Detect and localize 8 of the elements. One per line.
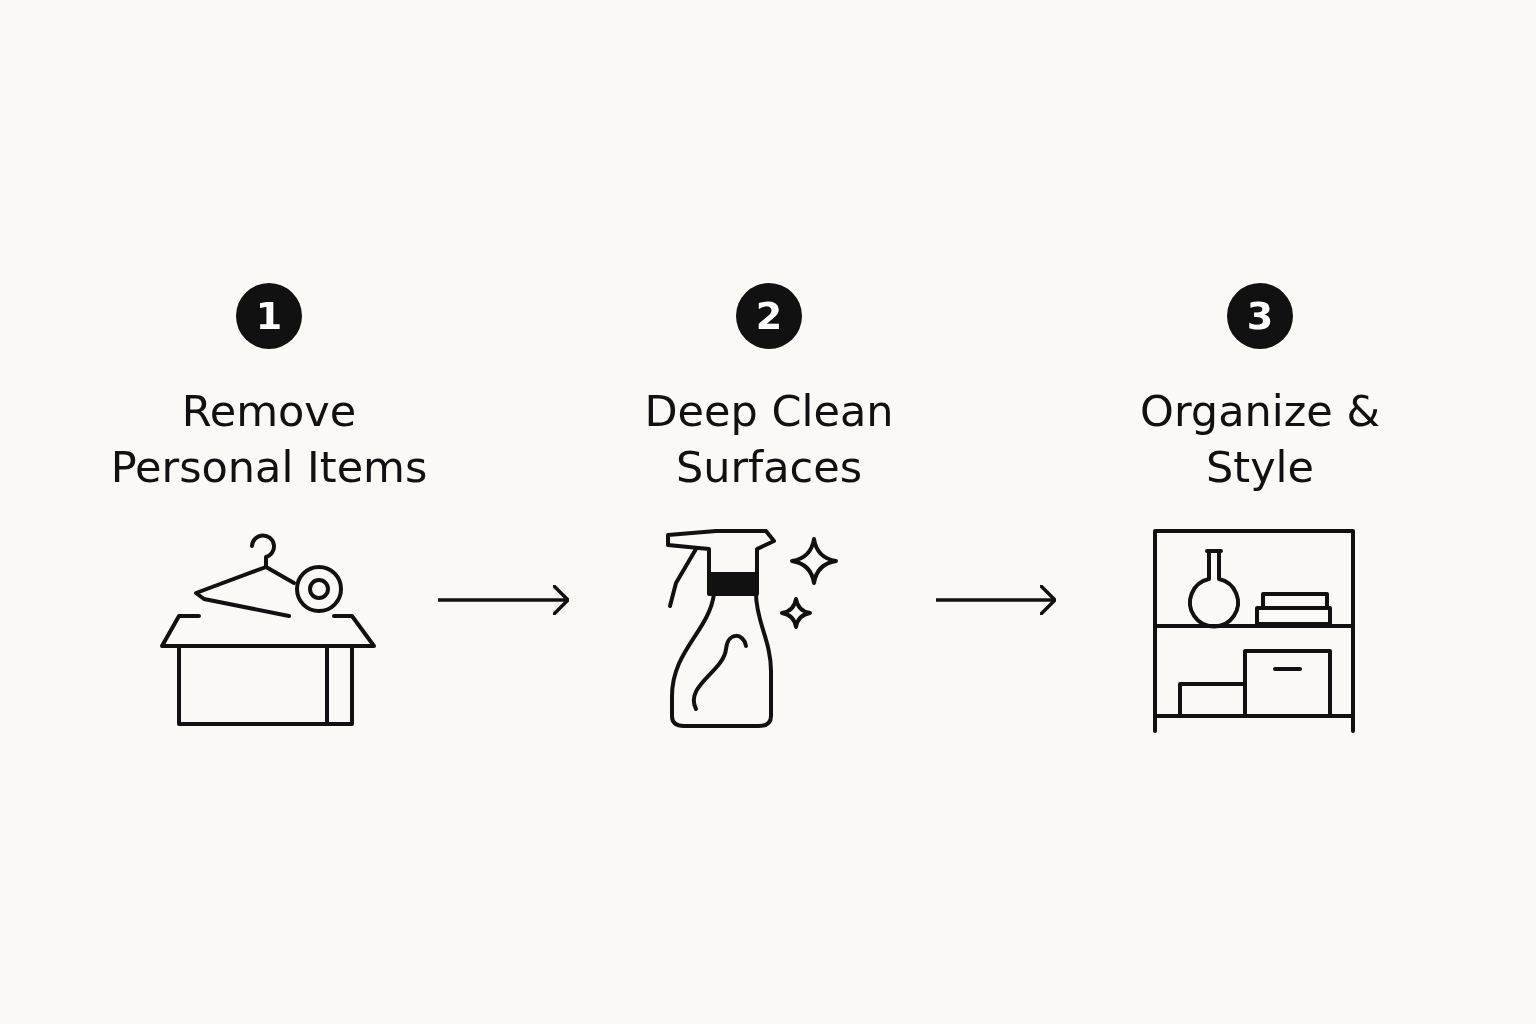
step-number: 3 [1227, 283, 1293, 349]
step-title: Organize & Style [1139, 385, 1381, 494]
step-title: Remove Personal Items [109, 385, 429, 494]
step-number: 2 [736, 283, 802, 349]
arrow [438, 584, 570, 616]
step-title: Deep Clean Surfaces [643, 385, 895, 494]
step-number: 1 [236, 283, 302, 349]
arrow [936, 584, 1057, 616]
